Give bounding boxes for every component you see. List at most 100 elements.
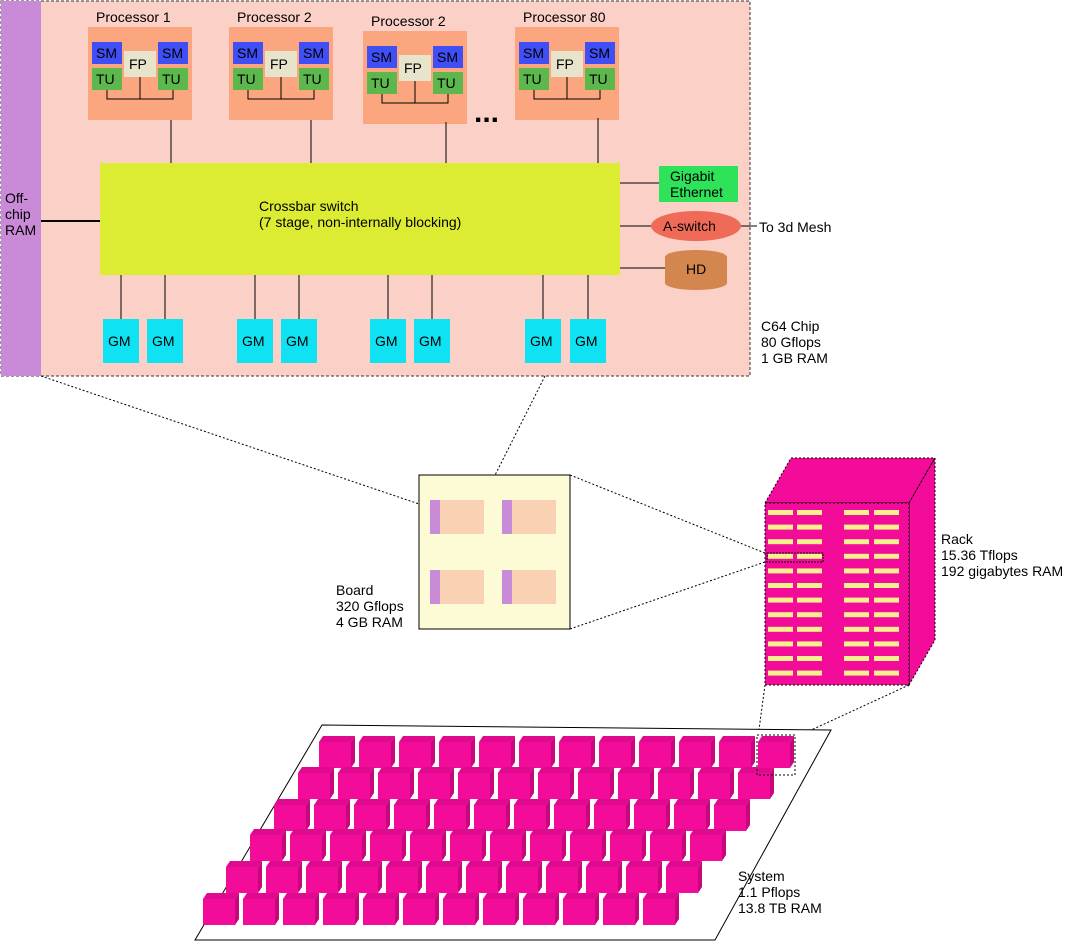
tu-unit	[519, 68, 549, 90]
system-rack	[599, 736, 635, 768]
rack-board-slot	[874, 553, 899, 559]
system-rack	[738, 767, 774, 799]
rack-board-slot	[874, 524, 899, 530]
sm-label: SM	[589, 45, 610, 61]
rack-board-slot	[874, 656, 899, 661]
rack-board-slot	[768, 597, 793, 603]
rack-top-face	[764, 457, 936, 504]
gm-box	[237, 319, 273, 363]
tu-unit	[233, 68, 263, 90]
system-rack	[466, 861, 502, 893]
hard-disk-icon	[665, 250, 727, 290]
system-rack	[250, 829, 286, 861]
tu-label: TU	[162, 71, 181, 87]
system-rack	[378, 767, 414, 799]
system-rack	[338, 767, 374, 799]
system-rack	[243, 893, 279, 925]
rack-board-slot	[844, 553, 869, 559]
global-memory-5: GM	[370, 275, 406, 363]
system-rack	[434, 799, 470, 831]
fp-unit	[265, 51, 297, 77]
system-rack	[603, 893, 639, 925]
rack-board-slot	[844, 510, 869, 515]
system-rack	[359, 736, 395, 768]
chip-caption: C64 Chip 80 Gflops 1 GB RAM	[761, 318, 828, 366]
sm-unit	[233, 42, 263, 64]
system-caption-line2: 1.1 Pflops	[738, 884, 800, 900]
system-rack	[546, 861, 582, 893]
rack-board-slot	[797, 524, 822, 530]
system-rack	[563, 893, 599, 925]
system-rack	[363, 893, 399, 925]
system-rack	[666, 861, 702, 893]
sm-label: SM	[371, 49, 392, 65]
rack-board-slot	[874, 597, 899, 603]
rack: Rack 15.36 Tflops 192 gigabytes RAM	[764, 456, 1063, 687]
gm-label: GM	[242, 333, 265, 349]
gm-box	[525, 319, 561, 363]
tu-unit	[299, 68, 329, 90]
rack-board-slot	[768, 524, 793, 530]
system-rack	[283, 893, 319, 925]
sm-unit	[585, 42, 615, 64]
system-rack	[523, 893, 559, 925]
rack-board-slot	[768, 510, 793, 515]
tu-unit	[367, 72, 397, 94]
system-rack	[266, 861, 302, 893]
fp-unit	[399, 55, 431, 81]
board-caption-line1: Board	[336, 582, 373, 598]
global-memory-2: GM	[147, 275, 183, 363]
tu-label: TU	[303, 71, 322, 87]
system-rack	[226, 861, 262, 893]
fp-label: FP	[556, 56, 574, 72]
a-switch-label: A-switch	[663, 218, 716, 234]
rack-board-slot	[874, 626, 899, 632]
system-rack	[354, 799, 390, 831]
to-3d-mesh-label: To 3d Mesh	[759, 219, 831, 235]
system-rack	[386, 861, 422, 893]
crossbar-switch	[100, 163, 620, 275]
sm-label: SM	[523, 45, 544, 61]
sm-unit	[519, 42, 549, 64]
processor-label: Processor 2	[237, 9, 312, 25]
rack-board-slot	[844, 641, 869, 647]
board-chip-4-ram	[502, 570, 512, 604]
system-rack	[658, 767, 694, 799]
rack-board-slot	[874, 612, 899, 618]
rack-board-slot	[768, 626, 793, 632]
gm-label: GM	[575, 333, 598, 349]
rack-board-slot	[844, 568, 869, 574]
rack-board-slot	[874, 510, 899, 515]
sm-label: SM	[162, 45, 183, 61]
global-memory-3: GM	[237, 275, 273, 363]
processor-label: Processor 2	[371, 13, 446, 29]
system-rack	[626, 861, 662, 893]
rack-board-slot	[768, 553, 793, 559]
fp-unit	[124, 51, 156, 77]
gm-box	[370, 319, 406, 363]
chip-caption-line2: 80 Gflops	[761, 334, 821, 350]
system-rack	[323, 893, 359, 925]
rack-side-face	[908, 456, 936, 687]
system: System 1.1 Pflops 13.8 TB RAM	[194, 724, 832, 941]
rack-front-face	[764, 502, 910, 686]
processor-label: Processor 80	[523, 9, 606, 25]
system-rack	[203, 893, 239, 925]
tu-label: TU	[589, 71, 608, 87]
rack-board-slot	[844, 539, 869, 545]
sm-unit	[92, 42, 122, 64]
rack-board-slot	[797, 656, 822, 661]
tu-label: TU	[96, 71, 115, 87]
processor-bus	[381, 81, 449, 104]
system-rack	[674, 799, 710, 831]
board-chip-3-ram	[430, 570, 440, 604]
system-rack	[594, 799, 630, 831]
ethernet-label-line1: Gigabit	[670, 168, 714, 184]
system-rack	[479, 736, 515, 768]
crossbar-title: Crossbar switch	[259, 198, 359, 214]
processor-label: Processor 1	[96, 9, 171, 25]
board-chip-1-ram	[430, 500, 440, 534]
